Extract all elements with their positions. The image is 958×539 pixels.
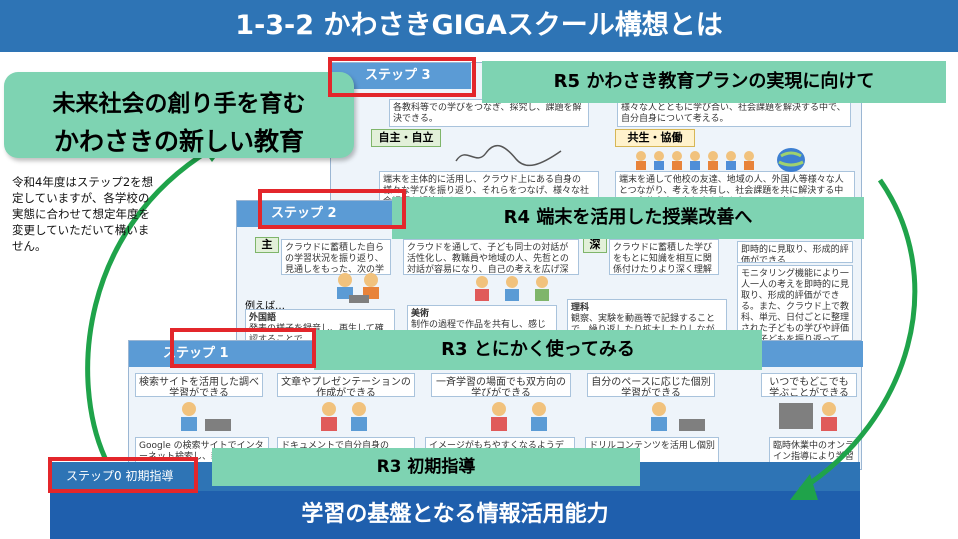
classroom-illustration [475,276,549,301]
step3-label: ステップ 3 [365,68,431,83]
step2-tag-shin: 深 [583,237,607,253]
step3-tag-kyosei: 共生・協働 [615,129,695,147]
step1-banner-text: R3 とにかく使ってみる [441,339,635,360]
step2-card4: 即時的に見取り、形成的評価ができる [737,241,853,263]
step1-card4: 自分のペースに応じた個別学習ができる [587,373,715,397]
step2-highlight-frame [258,189,406,229]
step1-card1: 検索サイトを活用した調べ学習ができる [135,373,263,397]
subtitle-line1: 未来社会の創り手を育む [52,91,306,117]
step2-example1-text: 発表の様子を録音し、再生して確認することで、自分の発話を [249,324,384,344]
step0-highlight-frame [48,457,198,493]
step3-tag-jishu: 自主・自立 [371,129,441,147]
step0-banner-text: R3 初期指導 [376,457,476,477]
handwriting-sketch [455,144,562,167]
step3-banner: R5 かわさき教育プランの実現に向けて [482,61,946,103]
students-computers-illustration [181,402,837,431]
people-group-icon [636,151,754,170]
note-text: 令和4年度はステップ2を想定していますが、各学校の実態に合わせて想定年度を変更し… [12,175,154,253]
subtitle-line2: かわさきの新しい教育 [53,127,304,156]
step1-highlight-frame [170,328,316,368]
step0-label: ステップ0 初期指導 [66,469,174,483]
step2-example2-title: 美術 [411,309,430,319]
step1-card2: 文章やプレゼンテーションの作成ができる [277,373,415,397]
step1-card3: 一斉学習の場面でも双方向の学びができる [431,373,571,397]
step3-card2: 様々な人とともに学び合い、社会課題を解決する中で、自分自身について考える。 [617,99,851,127]
step2-tag-shu: 主 [255,237,279,253]
subtitle-box: 未来社会の創り手を育む かわさきの新しい教育 [4,72,354,158]
page-title: 1-3-2 かわさきGIGAスクール構想とは [0,0,958,52]
globe-icon [777,148,805,172]
step3-banner-text: R5 かわさき教育プランの実現に向けて [553,71,875,92]
step2-example1-title: 外国語 [249,313,277,323]
step1-banner: R3 とにかく使ってみる [314,330,762,370]
step2-banner-text: R4 端末を活用した授業改善へ [503,207,753,228]
step2-example3-title: 理科 [571,303,590,313]
step0-banner: R3 初期指導 [212,448,640,486]
step3-card1: 各教科等での学びをつなぎ、探究し、課題を解決できる。 [389,99,589,127]
step3-header: ステップ 3 [331,63,471,89]
students-laptop-illustration [337,273,379,303]
step2-card1: クラウドに蓄積した自らの学習状況を振り返り、見通しをもった、次の学習につなげたり… [281,239,391,275]
step2-header: ステップ 2 [237,201,397,227]
bottom-bar: 学習の基盤となる情報活用能力 [50,491,860,539]
step2-example-label: 例えば… [245,301,285,312]
step2-card3: クラウドに蓄積した学びをもとに知識を相互に関係付けたりより深く理解したり、情報を… [609,239,719,275]
step2-card2: クラウドを通して、子ども同士の対話が活性化し、教職員や地域の人、先哲との対話が容… [403,239,579,275]
step2-banner: R4 端末を活用した授業改善へ [392,197,864,239]
step2-label: ステップ 2 [271,206,337,221]
step3-highlight-frame [328,57,476,97]
step1-card5: いつでもどこでも学ぶことができる [761,373,857,397]
